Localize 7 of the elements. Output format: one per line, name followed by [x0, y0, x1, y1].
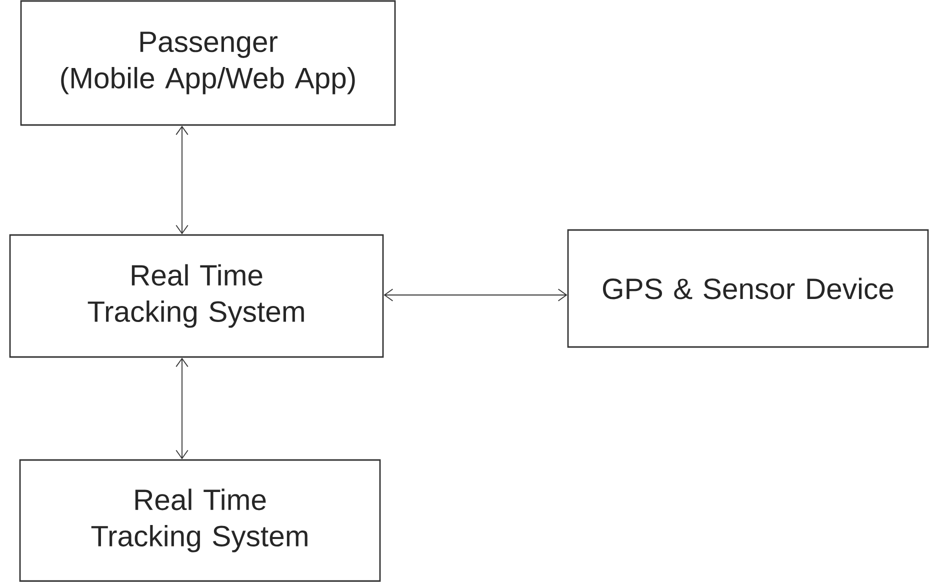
arrow: [176, 126, 188, 234]
process-box: GPS & Sensor Device: [567, 229, 929, 348]
process-box: Real Time Tracking System: [19, 459, 381, 582]
arrow: [384, 288, 568, 302]
process-box: Real Time Tracking System: [9, 234, 384, 358]
process-box: Passenger (Mobile App/Web App): [20, 0, 396, 126]
arrow: [176, 358, 188, 460]
